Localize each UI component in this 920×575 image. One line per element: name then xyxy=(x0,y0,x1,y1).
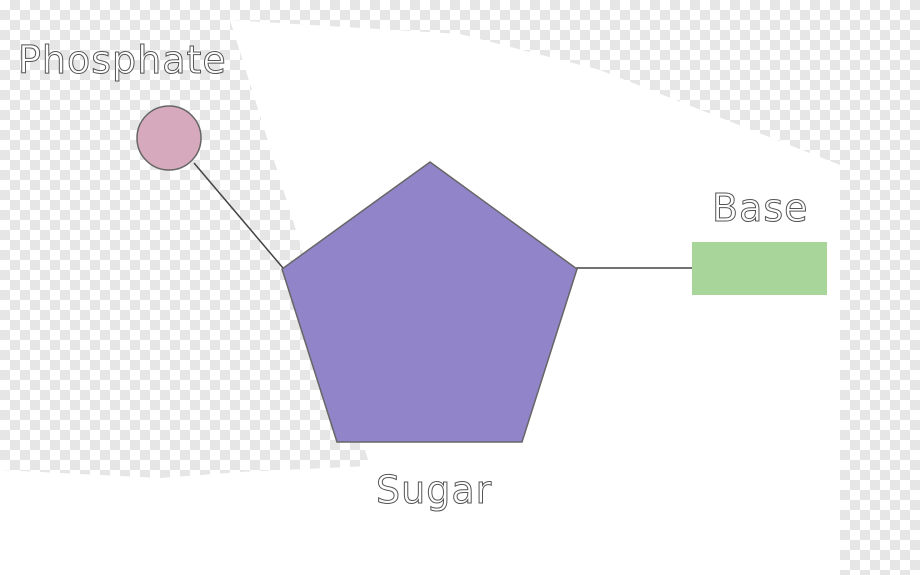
base-label: Base xyxy=(712,186,809,231)
sugar-pentagon xyxy=(281,161,578,443)
phosphate-circle xyxy=(136,105,202,171)
phosphate-label: Phosphate xyxy=(18,38,227,83)
sugar-label: Sugar xyxy=(375,468,493,513)
phosphate-sugar-bond xyxy=(193,162,284,269)
base-rectangle xyxy=(692,242,827,295)
